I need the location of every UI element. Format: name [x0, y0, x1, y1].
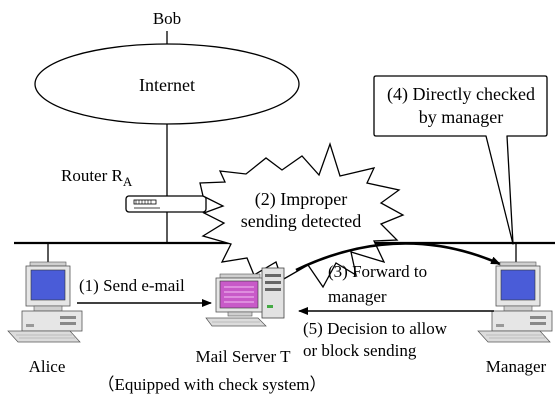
step-forward-line2: manager: [328, 287, 387, 306]
internet-label: Internet: [139, 75, 195, 95]
improper-line1: (2) Improper: [255, 189, 347, 210]
alice-computer-icon: [7, 261, 83, 343]
step-forward-line1: (3) Forward to: [328, 262, 427, 281]
step-decision-line1: (5) Decision to allow: [303, 319, 448, 338]
bob-label: Bob: [153, 9, 181, 28]
mail-server-note: （Equipped with check system）: [98, 375, 327, 394]
manager-computer-icon: [477, 261, 553, 343]
alice-label: Alice: [29, 357, 66, 376]
improper-burst: [199, 141, 405, 289]
checked-line1: (4) Directly checked: [387, 84, 535, 105]
checked-callout: [373, 75, 548, 245]
router-icon: [125, 195, 207, 213]
mail-server-icon: [205, 267, 285, 327]
checked-line2: by manager: [419, 107, 503, 127]
router-label: Router RA: [61, 166, 133, 189]
step-send-label: (1) Send e-mail: [79, 276, 185, 295]
mail-server-label: Mail Server T: [195, 347, 291, 366]
manager-label: Manager: [486, 357, 547, 376]
forward-arrow: [295, 242, 501, 272]
improper-line2: sending detected: [241, 211, 361, 231]
step-decision-line2: or block sending: [303, 341, 417, 360]
